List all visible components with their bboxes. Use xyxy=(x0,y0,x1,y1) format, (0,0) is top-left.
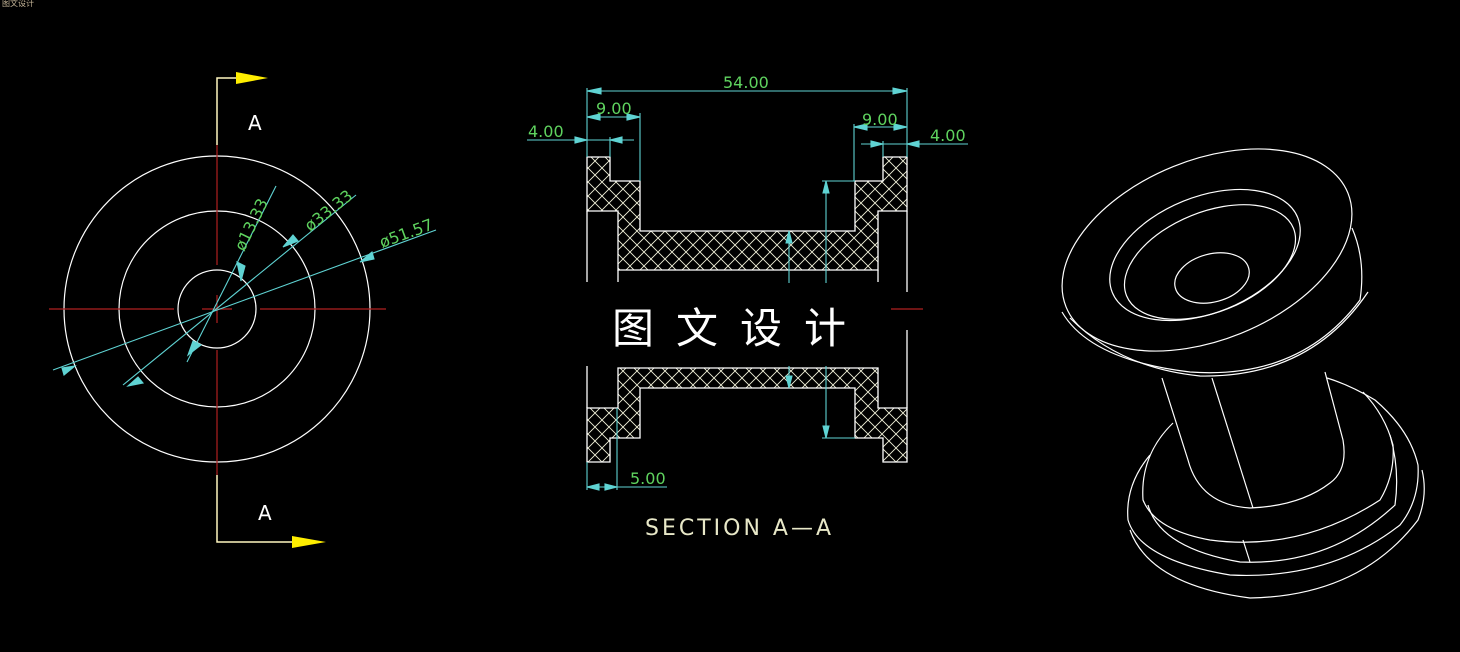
section-top-half xyxy=(586,156,908,292)
front-view: A A ø13.33 ø33.33 ø51.57 xyxy=(49,72,437,548)
section-arrow-bottom-icon xyxy=(292,536,326,548)
section-dimension-lines xyxy=(527,87,968,491)
dim-middle-diameter: ø33.33 xyxy=(301,186,357,235)
section-view: 54.00 9.00 4.00 9.00 4.00 5.00 图文设计 SECT… xyxy=(527,73,968,541)
section-cut-line: A A xyxy=(216,72,326,548)
bottom-flange-upper xyxy=(1142,391,1394,543)
section-dimension-labels: 54.00 9.00 4.00 9.00 4.00 5.00 xyxy=(528,73,966,488)
diameter-labels: ø13.33 ø33.33 ø51.57 xyxy=(231,186,436,254)
section-arrow-top-icon xyxy=(236,72,268,84)
section-marker-bottom: A xyxy=(258,501,272,525)
dim-outer-diameter: ø51.57 xyxy=(377,215,436,252)
dim-right-flange-width: 9.00 xyxy=(862,110,898,129)
dim-left-flange-width: 9.00 xyxy=(596,99,632,118)
top-flange-outer xyxy=(1061,148,1353,352)
dim-bottom-step: 5.00 xyxy=(630,469,666,488)
bore-hole xyxy=(1174,252,1250,304)
shaft-seam xyxy=(1211,377,1254,509)
dim-left-step: 4.00 xyxy=(528,122,564,141)
dim-overall-length: 54.00 xyxy=(723,73,769,92)
bottom-flange-lower xyxy=(1127,377,1419,577)
section-marker-top: A xyxy=(248,111,262,135)
section-bottom-half xyxy=(586,330,908,463)
corner-label: 图文设计 xyxy=(2,0,34,8)
watermark-text: 图文设计 xyxy=(612,304,868,353)
shaft-right-edge xyxy=(1249,371,1345,509)
isometric-view xyxy=(1061,148,1425,599)
section-title: SECTION A—A xyxy=(645,516,834,541)
shaft-left-edge xyxy=(1161,377,1251,509)
top-flange-rim xyxy=(1061,227,1363,374)
diameter-leaders xyxy=(52,185,437,387)
top-flange-recess-inner xyxy=(1123,204,1297,320)
dim-right-step: 4.00 xyxy=(930,126,966,145)
inner-circle xyxy=(177,269,257,349)
